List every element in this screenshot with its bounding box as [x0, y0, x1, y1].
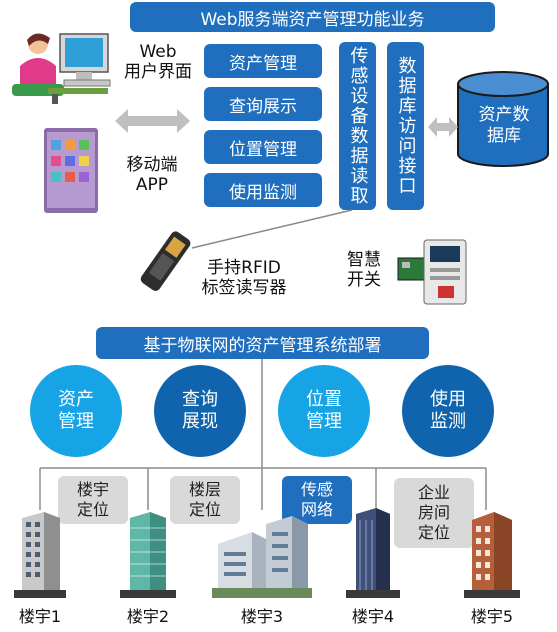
func-query-display: 查询展示: [204, 87, 322, 121]
func-usage-monitoring: 使用监测: [204, 173, 322, 207]
tag-sensor-network: 传感 网络: [282, 476, 352, 524]
tag-room-location: 企业 房间 定位: [394, 478, 474, 548]
db-access-interface-box: 数据库访问接口: [387, 42, 424, 210]
building-1-label: 楼宇1: [18, 607, 62, 626]
building-4-label: 楼宇4: [351, 607, 395, 626]
circle-query-display: 查询 展现: [154, 365, 246, 457]
mobile-app-label: 移动端 APP: [126, 155, 178, 195]
building-5-label: 楼宇5: [470, 607, 514, 626]
web-user-illustration-icon: [12, 33, 111, 104]
circle-usage-monitoring: 使用 监测: [402, 365, 494, 457]
rfid-reader-label: 手持RFID 标签读写器: [201, 258, 287, 298]
func-location-management: 位置管理: [204, 130, 322, 164]
tag-floor-location: 楼层 定位: [170, 476, 240, 524]
building-1-icon: [14, 512, 66, 598]
rfid-reader-icon: [140, 231, 191, 291]
func-asset-management: 资产管理: [204, 44, 322, 78]
smart-switch-icon: [397, 239, 467, 305]
mobile-phone-icon: [44, 128, 98, 213]
building-4-icon: [346, 508, 400, 598]
bottom-title-bar: 基于物联网的资产管理系统部署: [96, 327, 429, 359]
top-title-bar: Web服务端资产管理功能业务: [130, 2, 495, 32]
bottom-title: 基于物联网的资产管理系统部署: [143, 335, 382, 356]
top-title: Web服务端资产管理功能业务: [200, 9, 425, 30]
building-2-label: 楼宇2: [126, 607, 170, 626]
building-3-label: 楼宇3: [240, 607, 284, 626]
database-label: 资产数 据库: [478, 105, 530, 146]
web-ui-label: Web 用户界面: [124, 42, 192, 82]
building-3-icon: [212, 516, 312, 598]
building-5-icon: [464, 512, 520, 598]
database-cylinder-icon: [457, 71, 549, 167]
circle-location-management: 位置 管理: [278, 365, 370, 457]
circle-asset-management: 资产 管理: [30, 365, 122, 457]
double-arrow-left-icon: [115, 109, 190, 133]
smart-switch-label: 智慧 开关: [347, 250, 381, 290]
sensor-data-read-box: 传感设备数据读取: [339, 42, 376, 210]
tag-building-location: 楼宇 定位: [58, 476, 128, 524]
double-arrow-right-icon: [428, 117, 458, 137]
building-2-icon: [120, 512, 176, 598]
